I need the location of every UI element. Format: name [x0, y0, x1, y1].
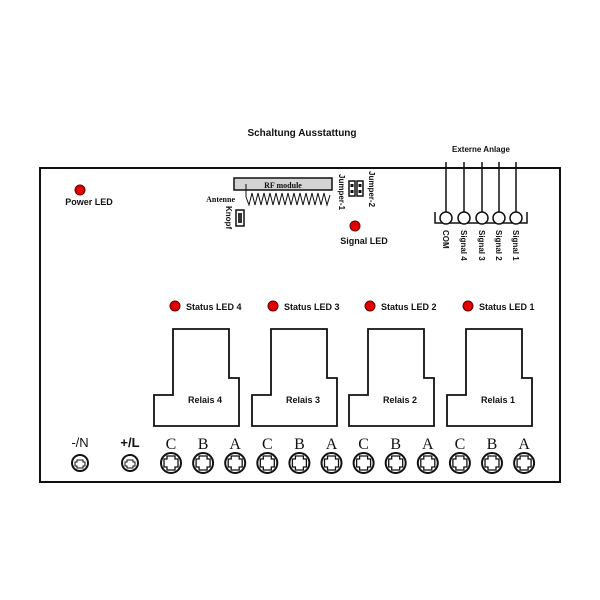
screw-cross-icon [259, 455, 275, 471]
external-label: Externe Anlage [452, 145, 510, 154]
jumper-1-label: Jumper-1 [337, 174, 346, 211]
relay-outline [446, 328, 533, 427]
screw-cross-icon [124, 459, 136, 469]
relay-terminal-screw-icon [256, 452, 279, 474]
diagram-title: Schaltung Ausstattung [247, 128, 356, 139]
screw-cross-icon [420, 455, 436, 471]
status-led-icon [267, 300, 279, 312]
status-led-icon [364, 300, 376, 312]
external-terminal-icon [475, 211, 489, 225]
relay-terminal-label: A [326, 436, 338, 453]
external-terminals: COM Signal 4 Signal 3 Signal 2 Signal 1 [439, 162, 523, 261]
power-terminal-screw-icon [121, 454, 139, 472]
external-terminal-icon [439, 211, 453, 225]
knopf-label: Knopf [224, 206, 233, 229]
relay-terminal-label: C [358, 436, 369, 453]
screw-cross-icon [355, 455, 372, 471]
relay-terminal-screw-icon [416, 452, 439, 474]
relay-outline [348, 328, 435, 427]
screw-cross-icon [227, 455, 243, 471]
power-terminal-screw-icon [71, 454, 89, 472]
relay-terminal-label: B [390, 436, 401, 453]
knopf-button-inner [238, 213, 242, 223]
signal-led-icon [349, 220, 361, 232]
relay-terminal-label: A [229, 436, 241, 453]
relay-terminal-screw-icon [160, 452, 182, 474]
relay-terminal-label: C [166, 436, 177, 453]
status-led-label: Status LED 4 [186, 302, 242, 312]
relay-terminal-screw-icon [320, 452, 343, 474]
relay-terminal-screw-icon [288, 452, 311, 474]
relay-terminal-screw-icon [352, 452, 375, 474]
power-terminal-label: +/L [120, 435, 139, 450]
power-terminal-label: -/N [71, 435, 88, 450]
external-terminal-label: COM [441, 230, 450, 249]
relay-terminal-label: B [487, 436, 498, 453]
screw-cross-icon [163, 455, 179, 471]
screw-cross-icon [516, 455, 532, 471]
relay-label: Relais 1 [481, 395, 515, 405]
relay-terminal-screw-icon [224, 452, 247, 474]
external-terminal-label: Signal 3 [477, 230, 486, 261]
relay-terminal-label: C [262, 436, 273, 453]
terminals: -/N +/L C B A C B A C B A C B A [71, 435, 536, 474]
status-led-label: Status LED 2 [381, 302, 437, 312]
relay-label: Relais 2 [383, 395, 417, 405]
relay-terminal-label: B [198, 436, 209, 453]
external-terminal-label: Signal 2 [494, 230, 503, 261]
rf-module: RF module [233, 177, 333, 207]
screw-cross-icon [452, 455, 468, 471]
signal-led-label: Signal LED [340, 236, 388, 246]
screw-cross-icon [388, 455, 404, 471]
external-terminal-icon [492, 211, 506, 225]
relay-outline [251, 328, 338, 427]
relay-label: Relais 3 [286, 395, 320, 405]
jumper-2-icon [356, 180, 364, 197]
relay-terminal-screw-icon [513, 452, 536, 474]
screw-cross-icon [195, 455, 211, 471]
relay-terminal-label: A [422, 436, 434, 453]
board-outline [39, 167, 561, 483]
power-led-icon [74, 184, 86, 196]
relay-terminal-label: B [294, 436, 305, 453]
relay-terminal-label: A [518, 436, 530, 453]
rf-module-box [233, 177, 333, 191]
jumper-2-label: Jumper-2 [367, 171, 376, 208]
relay-outline [153, 328, 240, 427]
screw-cross-icon [74, 459, 86, 469]
status-leds: Status LED 4 Status LED 3 Status LED 2 Stat… [169, 300, 535, 312]
jumper-1-icon [348, 180, 356, 197]
relay-terminal-screw-icon [481, 452, 503, 474]
screw-cross-icon [323, 455, 340, 471]
relay-label: Relais 4 [188, 395, 222, 405]
status-led-label: Status LED 1 [479, 302, 535, 312]
external-terminal-icon [509, 211, 523, 225]
relay-terminal-screw-icon [384, 452, 407, 474]
status-led-icon [169, 300, 181, 312]
screw-cross-icon [484, 455, 500, 471]
status-led-icon [462, 300, 474, 312]
antenna-coil-icon [245, 192, 331, 207]
external-terminal-icon [457, 211, 471, 225]
relays: Relais 4 Relais 3 Relais 2 Relais 1 [153, 328, 533, 427]
external-terminal-label: Signal 4 [459, 230, 468, 261]
power-led-label: Power LED [65, 197, 113, 207]
external-terminal-label: Signal 1 [511, 230, 520, 261]
relay-terminal-label: C [455, 436, 466, 453]
relay-terminal-screw-icon [448, 452, 471, 474]
antenna-label: Antenne [206, 195, 235, 204]
relay-terminal-screw-icon [192, 452, 215, 474]
screw-cross-icon [291, 455, 308, 471]
status-led-label: Status LED 3 [284, 302, 340, 312]
rf-module-label: RF module [264, 181, 302, 190]
